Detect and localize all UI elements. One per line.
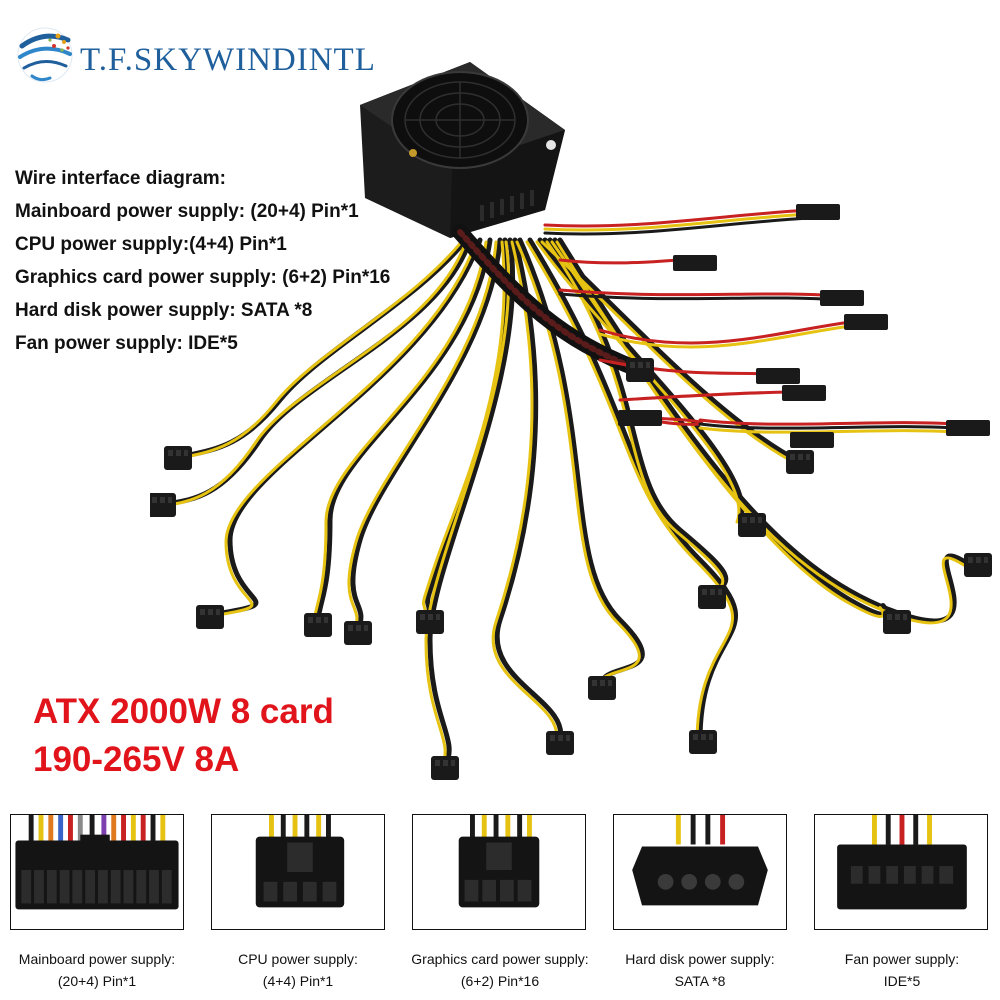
caption-spec: IDE*5 bbox=[883, 973, 921, 989]
spec-item: Fan power supply: IDE*5 bbox=[15, 333, 238, 354]
spec-item: Hard disk power supply: SATA *8 bbox=[15, 300, 313, 321]
connector-caption-fan: Fan power supply: IDE*5 bbox=[797, 948, 1000, 992]
sata-power-connector-icon bbox=[837, 815, 967, 910]
caption-title: Fan power supply: bbox=[844, 951, 960, 967]
caption-spec: SATA *8 bbox=[674, 973, 726, 989]
brand-logo: T.F.SKYWINDINTL bbox=[14, 24, 376, 86]
cpu-8pin-connector-icon bbox=[255, 815, 345, 908]
connector-caption-hard-disk: Hard disk power supply: SATA *8 bbox=[600, 948, 800, 992]
caption-title: CPU power supply: bbox=[238, 951, 358, 967]
spec-heading: Wire interface diagram: bbox=[15, 168, 227, 189]
headline-voltage: 190-265V 8A bbox=[33, 740, 240, 779]
headline-model: ATX 2000W 8 card bbox=[33, 692, 334, 731]
spec-item: CPU power supply:(4+4) Pin*1 bbox=[15, 234, 287, 255]
connector-caption-graphics: Graphics card power supply: (6+2) Pin*16 bbox=[404, 948, 596, 992]
power-supply-unit-with-cables-icon bbox=[150, 62, 992, 780]
spec-item: Mainboard power supply: (20+4) Pin*1 bbox=[15, 201, 359, 222]
connector-thumb-hard-disk bbox=[613, 814, 787, 930]
connector-thumb-cpu bbox=[211, 814, 385, 930]
molex-4pin-connector-icon bbox=[632, 815, 768, 906]
caption-spec: (4+4) Pin*1 bbox=[262, 973, 334, 989]
connector-caption-cpu: CPU power supply: (4+4) Pin*1 bbox=[193, 948, 403, 992]
brand-name: T.F.SKYWINDINTL bbox=[80, 41, 376, 78]
connector-thumb-fan bbox=[814, 814, 988, 930]
connector-thumb-mainboard bbox=[10, 814, 184, 930]
model-headline: ATX 2000W 8 card 190-265V 8A bbox=[33, 688, 334, 784]
connector-caption-mainboard: Mainboard power supply: (20+4) Pin*1 bbox=[0, 948, 202, 992]
caption-title: Mainboard power supply: bbox=[18, 951, 176, 967]
swirl-globe-logo-icon bbox=[17, 27, 73, 83]
caption-spec: (20+4) Pin*1 bbox=[57, 973, 137, 989]
wire-interface-spec-list: Wire interface diagram: Mainboard power … bbox=[15, 162, 390, 360]
caption-title: Graphics card power supply: bbox=[411, 951, 589, 967]
pcie-8pin-connector-icon bbox=[458, 815, 540, 908]
spec-item: Graphics card power supply: (6+2) Pin*16 bbox=[15, 267, 391, 288]
caption-spec: (6+2) Pin*16 bbox=[460, 973, 540, 989]
connector-gallery: Mainboard power supply: (20+4) Pin*1 CPU… bbox=[0, 814, 1000, 1000]
caption-title: Hard disk power supply: bbox=[625, 951, 775, 967]
connector-thumb-graphics bbox=[412, 814, 586, 930]
atx-24pin-connector-icon bbox=[15, 815, 179, 910]
